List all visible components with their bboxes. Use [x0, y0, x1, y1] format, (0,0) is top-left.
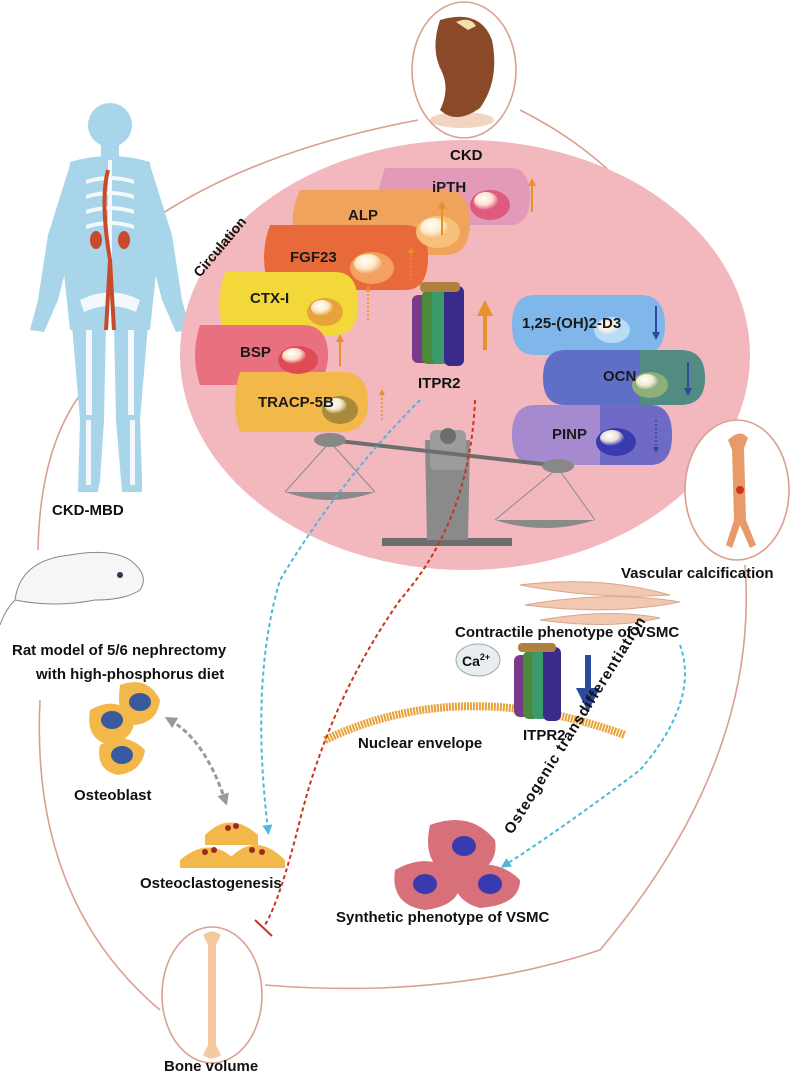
osteoclastogenesis-label: Osteoclastogenesis	[140, 875, 282, 892]
nuclear-envelope-membrane	[323, 643, 627, 744]
ckd-mbd-label: CKD-MBD	[52, 502, 124, 519]
ckd-label: CKD	[450, 147, 483, 164]
human-body-illustration	[30, 103, 190, 492]
marker-ctx-i-label: CTX-I	[250, 290, 289, 307]
marker-pinp-label: PINP	[552, 426, 587, 443]
balance-scale	[284, 428, 596, 546]
itpr2-channel-top	[412, 282, 464, 366]
kidney-illustration	[411, 1, 517, 139]
contractile-vsmc-cells	[519, 581, 681, 626]
osteoclast-cells	[180, 822, 285, 868]
osteoblast-label: Osteoblast	[74, 787, 152, 804]
rat-illustration	[0, 551, 144, 626]
right-marker-pills	[512, 295, 705, 465]
marker-tracp-5b-label: TRACP-5B	[258, 394, 334, 411]
marker-vitd-label: 1,25-(OH)2-D3	[522, 315, 621, 332]
itpr2-bottom-label: ITPR2	[523, 727, 566, 744]
rat-model-label-line2: with high-phosphorus diet	[35, 666, 224, 683]
contractile-phenotype-label: Contractile phenotype of VSMC	[455, 624, 679, 641]
ca-ion-label: Ca2+	[462, 652, 490, 669]
pathway-lines	[164, 399, 686, 937]
marker-alp-label: ALP	[348, 207, 378, 224]
marker-ipth-label: iPTH	[432, 179, 466, 196]
marker-fgf23-label: FGF23	[290, 249, 337, 266]
osteoblast-cells	[89, 682, 160, 775]
synthetic-vsmc-cells	[394, 820, 520, 910]
aorta-illustration	[684, 419, 790, 561]
marker-bsp-label: BSP	[240, 344, 271, 361]
trend-arrows-down	[576, 306, 692, 712]
vascular-calcification-label: Vascular calcification	[621, 565, 774, 582]
trend-arrows-up	[336, 178, 536, 420]
rat-model-label-line1: Rat model of 5/6 nephrectomy	[12, 642, 227, 659]
itpr2-channel-bottom	[514, 643, 561, 721]
bone-volume-label: Bone volume	[164, 1058, 258, 1075]
left-marker-pills	[195, 168, 530, 432]
marker-ocn-label: OCN	[603, 368, 636, 385]
nuclear-envelope-label: Nuclear envelope	[358, 735, 482, 752]
bone-illustration	[161, 926, 263, 1064]
itpr2-top-label: ITPR2	[418, 375, 461, 392]
synthetic-phenotype-label: Synthetic phenotype of VSMC	[336, 909, 550, 926]
